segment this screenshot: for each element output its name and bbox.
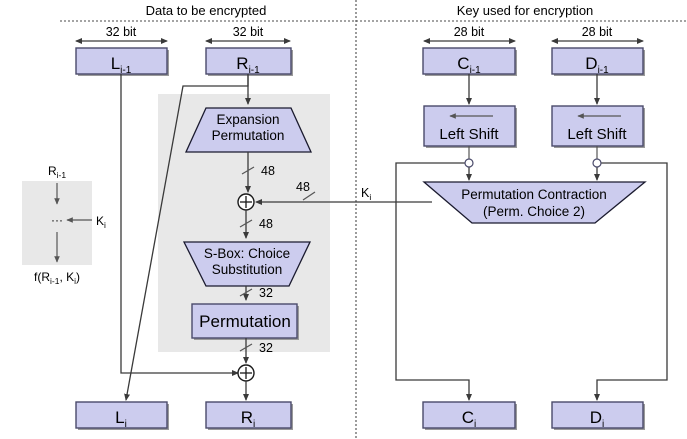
bit-label-r-prev: 32 bit [233, 25, 264, 39]
label-48-expansion-out: 48 [261, 164, 275, 178]
header-data-title: Data to be encrypted [146, 3, 267, 18]
inset-key-label: Ki [96, 214, 106, 230]
header-key-title: Key used for encryption [457, 3, 594, 18]
stage-left-shift-d [551, 105, 644, 147]
left-shift-d-label: Left Shift [567, 126, 627, 143]
tick-32-sbox-out [239, 288, 253, 297]
block-c-prev-label: Ci-1 [457, 54, 481, 76]
label-32-perm-out: 32 [259, 341, 273, 355]
block-d-next [551, 401, 644, 429]
tick-32-perm-out [239, 343, 253, 352]
perm-contraction-label-line2: (Perm. Choice 2) [483, 204, 585, 219]
wire-c-branch-to-c-next [395, 162, 472, 401]
block-l-prev [75, 47, 168, 75]
junction-c-branch [464, 158, 474, 168]
tick-48-xor-out [239, 219, 253, 228]
bit-label-l-prev: 32 bit [106, 25, 137, 39]
block-d-prev-label: Di-1 [585, 54, 609, 76]
expansion-label-line1: Expansion [216, 112, 279, 127]
left-shift-c-label: Left Shift [439, 126, 499, 143]
tick-48-key [302, 191, 316, 201]
block-l-prev-label: Li-1 [111, 54, 132, 76]
permutation-label: Permutation [199, 312, 291, 331]
block-r-next [205, 401, 292, 429]
block-c-prev [422, 47, 516, 75]
label-48-xor-out: 48 [259, 217, 273, 231]
label-subkey-ki: Ki [361, 186, 371, 202]
label-32-sbox-out: 32 [259, 286, 273, 300]
stage-permutation [191, 303, 298, 339]
bit-label-d-prev: 28 bit [582, 25, 613, 39]
expansion-label-line2: Permutation [212, 128, 285, 143]
junction-d-branch [592, 158, 602, 168]
sbox-label-line1: S-Box: Choice [204, 246, 290, 261]
block-l-next [75, 401, 168, 429]
sbox-label-line2: Substitution [212, 262, 283, 277]
wire-d-branch-to-d-next [594, 162, 668, 401]
perm-contraction-label-line1: Permutation Contraction [461, 187, 607, 202]
bit-label-c-prev: 28 bit [454, 25, 485, 39]
inset-dots-icon: ··· [51, 213, 63, 227]
stage-sbox-substitution [182, 241, 312, 287]
stage-expansion-permutation [184, 107, 313, 153]
block-r-prev [205, 47, 292, 75]
block-d-next-label: Di [590, 408, 605, 430]
stage-left-shift-c [423, 105, 516, 147]
block-r-prev-label: Ri-1 [236, 54, 260, 76]
wire-l-prev-to-xor [120, 74, 239, 376]
label-48-key-in: 48 [296, 180, 310, 194]
inset-output-label: f(Ri-1, Ki) [34, 270, 80, 286]
block-c-next [422, 401, 516, 429]
block-r-next-label: Ri [241, 408, 256, 430]
block-l-next-label: Li [115, 408, 127, 430]
inset-input-label: Ri-1 [48, 164, 66, 180]
tick-48-expansion [241, 166, 255, 175]
block-c-next-label: Ci [462, 408, 477, 430]
stage-permutation-contraction [422, 181, 647, 224]
